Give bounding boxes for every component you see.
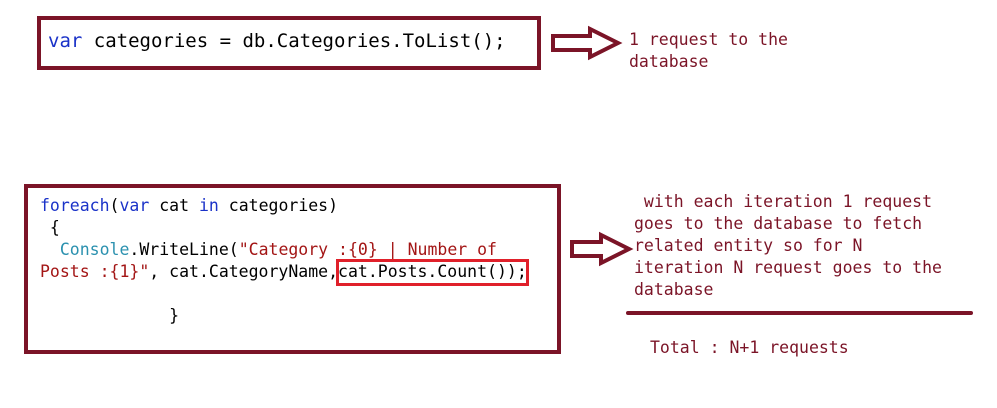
note-line: related entity so for N: [634, 236, 863, 255]
note-line: iteration N request goes to the: [634, 258, 942, 277]
code-highlighted-count: cat.Posts.Count());: [338, 262, 527, 281]
code-token: categories): [218, 196, 339, 215]
string-literal: Posts :{1}": [40, 262, 150, 281]
keyword-foreach: foreach: [40, 196, 110, 215]
note-one-request: 1 request to the database: [629, 29, 788, 73]
code-indent: [40, 240, 60, 259]
arrow-right-icon: [551, 25, 623, 61]
note-line: 1 request to the: [629, 30, 788, 49]
code-line-blank: [40, 283, 527, 305]
class-console: Console: [59, 240, 130, 259]
keyword-var: var: [48, 30, 83, 52]
code-box-loop: [24, 184, 561, 354]
code-token: .WriteLine(: [129, 240, 239, 259]
note-line: database: [634, 280, 714, 299]
code-line-query: var categories = db.Categories.ToList();: [48, 29, 506, 53]
note-n-requests: with each iteration 1 request goes to the…: [634, 191, 942, 301]
keyword-in: in: [198, 196, 219, 215]
highlight-posts-count: [336, 259, 529, 286]
code-block-loop: foreach(var cat in categories) { Console…: [40, 195, 527, 327]
arrow-right-icon: [570, 231, 634, 267]
code-token: (: [109, 196, 120, 215]
code-line-writeline: Console.WriteLine("Category :{0} | Numbe…: [40, 239, 527, 261]
code-line-close-brace: }: [40, 306, 180, 325]
code-line-open-brace: {: [40, 218, 60, 237]
total-divider: [626, 311, 973, 315]
total-requests: Total : N+1 requests: [650, 338, 849, 357]
note-line: with each iteration 1 request: [634, 192, 933, 211]
code-box-query: [37, 16, 541, 70]
code-line-foreach: foreach(var cat in categories): [40, 195, 527, 217]
note-line: database: [629, 52, 709, 71]
keyword-var: var: [119, 196, 150, 215]
code-token: cat: [149, 196, 199, 215]
code-query-rest: categories = db.Categories.ToList();: [82, 30, 506, 52]
string-literal: "Category :{0} | Number of: [238, 240, 497, 259]
code-line-args: Posts :{1}", cat.CategoryName,cat.Posts.…: [40, 261, 527, 283]
note-line: goes to the database to fetch: [634, 214, 923, 233]
code-token: , cat.CategoryName,: [149, 262, 339, 281]
